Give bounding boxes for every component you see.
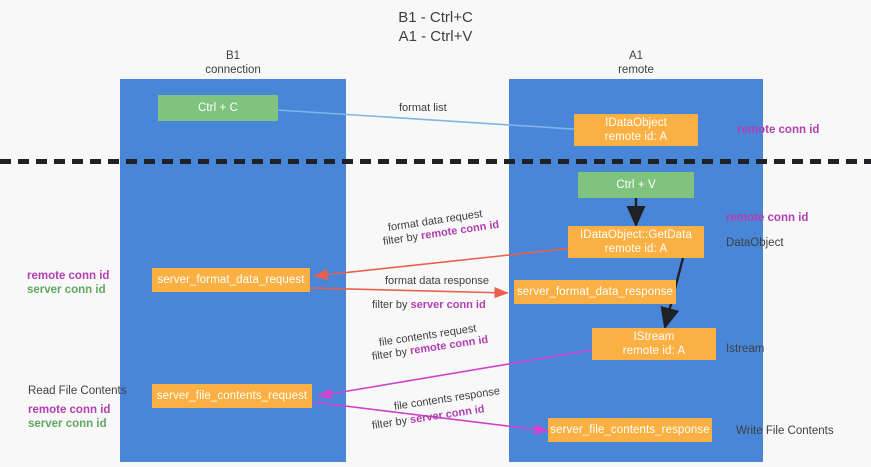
node-istream[interactable]: IStream remote id: A bbox=[592, 328, 716, 360]
filter-prefix: filter by bbox=[371, 345, 411, 363]
edge-label-format-data-response-filter: filter by server conn id bbox=[372, 298, 486, 312]
left-label-server-conn-id-2: server conn id bbox=[28, 418, 107, 430]
edge-label-format-data-response: format data response bbox=[385, 275, 489, 287]
node-idataobject-getdata[interactable]: IDataObject::GetData remote id: A bbox=[568, 226, 704, 258]
filter-prefix: filter by bbox=[372, 299, 411, 311]
node-server-format-data-request[interactable]: server_format_data_request bbox=[152, 268, 310, 292]
node-server-file-contents-request[interactable]: server_file_contents_request bbox=[152, 384, 312, 408]
node-ctrl-c[interactable]: Ctrl + C bbox=[158, 95, 278, 121]
node-server-file-contents-response[interactable]: server_file_contents_response bbox=[548, 418, 712, 442]
column-header-a1: A1 remote bbox=[618, 50, 654, 76]
node-ctrl-v[interactable]: Ctrl + V bbox=[578, 172, 694, 198]
right-label-remote-conn-id-mid: remote conn id bbox=[726, 212, 809, 224]
right-label-data-object: DataObject bbox=[726, 237, 784, 249]
column-header-b1: B1 connection bbox=[205, 50, 261, 76]
page-title: B1 - Ctrl+C A1 - Ctrl+V bbox=[398, 9, 473, 45]
right-label-write-file-contents: Write File Contents bbox=[736, 425, 834, 437]
left-label-remote-conn-id-2: remote conn id bbox=[28, 404, 111, 416]
left-label-read-file-contents: Read File Contents bbox=[28, 385, 127, 397]
node-idataobject[interactable]: IDataObject remote id: A bbox=[574, 114, 698, 146]
node-server-format-data-response[interactable]: server_format_data_response bbox=[514, 280, 676, 304]
right-label-remote-conn-id-top: remote conn id bbox=[737, 124, 820, 136]
left-label-remote-conn-id-1: remote conn id bbox=[27, 270, 110, 282]
filter-value: server conn id bbox=[410, 299, 486, 311]
filter-prefix: filter by bbox=[371, 414, 411, 432]
edge-label-format-list: format list bbox=[399, 102, 447, 114]
right-label-istream: Istream bbox=[726, 343, 765, 355]
left-label-server-conn-id-1: server conn id bbox=[27, 284, 106, 296]
